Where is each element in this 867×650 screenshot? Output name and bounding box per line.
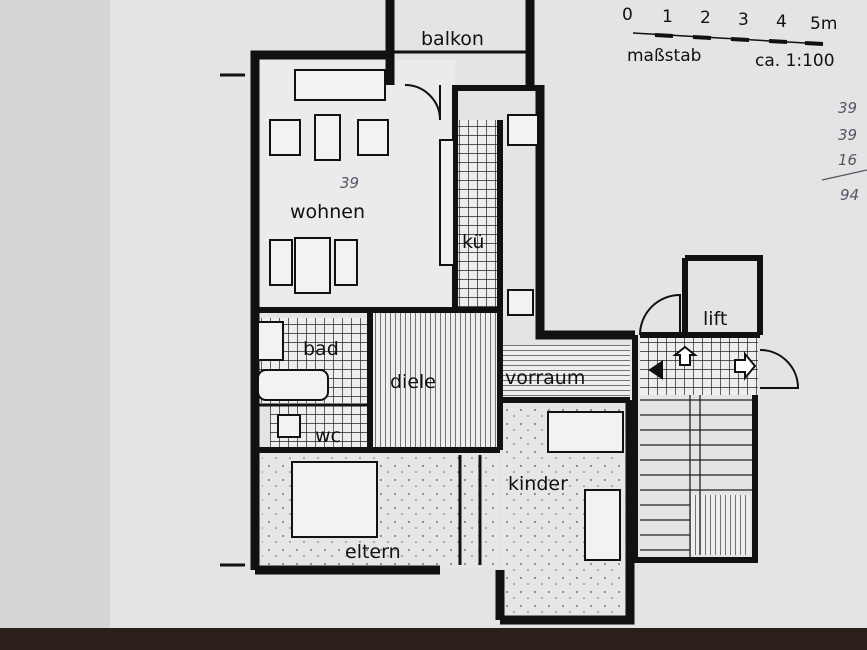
scale-tick-1: 1 xyxy=(662,7,673,27)
staircase xyxy=(640,395,755,560)
room-label-kinder: kinder xyxy=(508,473,568,495)
scale-tick-5: 5m xyxy=(810,14,837,34)
room-label-kueche: kü xyxy=(462,231,484,253)
sum-line-1: 39 xyxy=(838,99,857,117)
handwritten-wohnen-area: 39 xyxy=(340,174,359,192)
scale-tick-0: 0 xyxy=(622,5,633,25)
table-edge xyxy=(0,628,867,650)
room-label-lift: lift xyxy=(703,308,727,330)
scale-label: maßstab xyxy=(627,46,701,66)
room-label-diele: diele xyxy=(390,371,436,393)
sum-total: 94 xyxy=(840,186,859,204)
walls xyxy=(220,0,763,625)
room-label-wohnen: wohnen xyxy=(290,201,365,223)
room-label-balkon: balkon xyxy=(421,28,484,50)
room-label-wc: wc xyxy=(315,425,341,447)
scale-bar: 0 1 2 3 4 5m maßstab ca. 1:100 xyxy=(622,5,837,71)
scale-tick-4: 4 xyxy=(776,12,787,32)
sum-line-3: 16 xyxy=(838,151,857,169)
room-label-eltern: eltern xyxy=(345,541,401,563)
furniture xyxy=(257,69,800,561)
scale-tick-2: 2 xyxy=(700,8,711,28)
scale-tick-3: 3 xyxy=(738,10,749,30)
room-label-vorraum: vorraum xyxy=(505,367,585,389)
vorraum-floor xyxy=(502,345,630,397)
arrows xyxy=(648,345,757,381)
room-label-bad: bad xyxy=(303,338,339,360)
stair-bottom xyxy=(690,495,750,555)
handwritten-sum: 39 39 16 94 xyxy=(821,99,867,204)
sum-line-2: 39 xyxy=(838,126,857,144)
diele-floor xyxy=(370,312,500,448)
kueche-floor xyxy=(458,120,500,310)
scale-ratio: ca. 1:100 xyxy=(755,51,835,71)
